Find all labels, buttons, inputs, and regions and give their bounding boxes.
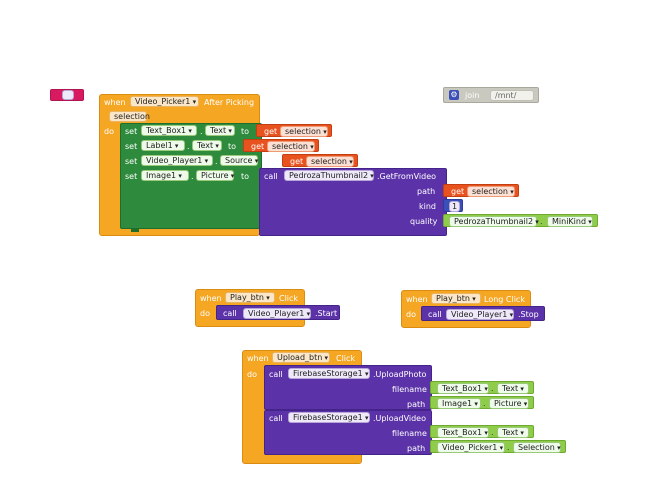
set-component-2[interactable]: Label1 [141, 140, 185, 151]
get-var-1[interactable]: selection [280, 126, 328, 137]
set-property-1[interactable]: Text [205, 125, 235, 136]
to-label-3: to [267, 157, 276, 166]
dot-1: . [200, 127, 203, 136]
video-path-prop[interactable]: Selection [513, 442, 561, 453]
get-selection-block-path[interactable]: get selection [443, 184, 519, 197]
set-property-2[interactable]: Text [192, 140, 222, 151]
set-property-4[interactable]: Picture [196, 170, 234, 181]
picker-param-selection[interactable]: selection [109, 111, 150, 122]
loose-text-block[interactable] [50, 89, 84, 101]
start-target-dropdown[interactable]: Video_Player1 [243, 308, 311, 319]
quality-constant-block[interactable]: PedrozaThumbnail2 . MiniKind [443, 214, 598, 227]
get-var-path[interactable]: selection [467, 186, 515, 197]
play-event-label: Click [279, 294, 299, 303]
set-property-3[interactable]: Source [220, 155, 258, 166]
set-label-1: set [125, 127, 138, 136]
picker-component-dropdown[interactable]: Video_Picker1 [130, 96, 199, 107]
set-component-1[interactable]: Text_Box1 [141, 125, 197, 136]
call-label-thumb: call [264, 172, 278, 181]
get-var-3[interactable]: selection [306, 156, 354, 167]
photo-path-getter[interactable]: Image1 . Picture [430, 396, 534, 409]
join-label: join [465, 91, 480, 100]
upload-component-dropdown[interactable]: Upload_btn [272, 352, 330, 363]
play-when-label: when [200, 294, 222, 303]
quality-value-dropdown[interactable]: MiniKind [547, 216, 593, 227]
kind-number-field[interactable]: 1 [449, 201, 460, 212]
video-filename-label: filename [392, 429, 427, 438]
longclick-when-label: when [406, 295, 428, 304]
set-label-3: set [125, 157, 138, 166]
video-path-comp[interactable]: Video_Picker1 [437, 442, 505, 453]
video-method-label: .UploadVideo [373, 414, 426, 423]
video-component-dropdown[interactable]: FirebaseStorage1 [288, 412, 370, 423]
longclick-do-label: do [406, 310, 416, 319]
join-text-value[interactable]: /mnt/ [490, 90, 534, 101]
thumbnail-component-dropdown[interactable]: PedrozaThumbnail2 [284, 170, 374, 181]
dot-3: . [215, 157, 218, 166]
photo-path-dot: . [483, 399, 486, 408]
photo-filename-getter[interactable]: Text_Box1 . Text [430, 381, 534, 394]
quality-component-dropdown[interactable]: PedrozaThumbnail2 [449, 216, 537, 227]
play-component-dropdown[interactable]: Play_btn [225, 292, 275, 303]
upload-event-label: Click [336, 354, 356, 363]
video-path-getter[interactable]: Video_Picker1 . Selection [430, 440, 566, 453]
photo-filename-prop[interactable]: Text [497, 383, 529, 394]
photo-path-label: path [407, 400, 426, 409]
video-filename-comp[interactable]: Text_Box1 [437, 427, 489, 438]
video-filename-prop[interactable]: Text [497, 427, 529, 438]
kind-number-block[interactable]: 1 [443, 199, 463, 212]
get-var-2[interactable]: selection [267, 141, 315, 152]
to-label-1: to [241, 127, 250, 136]
upload-when-label: when [247, 354, 269, 363]
loose-text-field[interactable] [62, 90, 74, 100]
set-component-4[interactable]: Image1 [141, 170, 189, 181]
dot-2: . [187, 142, 190, 151]
video-path-dot: . [507, 443, 510, 452]
green-notch [131, 229, 139, 232]
picker-when-label: when [104, 98, 126, 107]
video-filename-getter[interactable]: Text_Box1 . Text [430, 425, 534, 438]
video-call-label: call [269, 414, 283, 423]
start-call-block[interactable]: call Video_Player1 .Start [216, 305, 340, 320]
stop-target-dropdown[interactable]: Video_Player1 [446, 309, 514, 320]
longclick-component-dropdown[interactable]: Play_btn [431, 293, 481, 304]
photo-filename-comp[interactable]: Text_Box1 [437, 383, 489, 394]
photo-component-dropdown[interactable]: FirebaseStorage1 [288, 368, 370, 379]
gear-icon[interactable]: ⚙ [449, 90, 459, 100]
kind-label: kind [419, 202, 437, 211]
stop-call-block[interactable]: call Video_Player1 .Stop [421, 306, 545, 321]
video-path-label: path [407, 444, 426, 453]
upload-do-label: do [247, 370, 257, 379]
play-do-label: do [200, 309, 210, 318]
to-label-4: to [241, 172, 250, 181]
set-label-4: set [125, 172, 138, 181]
get-selection-block-2[interactable]: get selection [243, 139, 319, 152]
photo-method-label: .UploadPhoto [373, 370, 427, 379]
video-filename-dot: . [491, 428, 494, 437]
get-selection-block-1[interactable]: get selection [256, 124, 332, 137]
photo-path-comp[interactable]: Image1 [437, 398, 481, 409]
longclick-event-label: Long Click [484, 295, 525, 304]
photo-filename-dot: . [491, 384, 494, 393]
picker-do-label: do [104, 127, 114, 136]
get-selection-block-3[interactable]: get selection [282, 154, 358, 167]
set-component-3[interactable]: Video_Player1 [141, 155, 213, 166]
picker-event-label: After Picking [204, 98, 255, 107]
to-label-2: to [228, 142, 237, 151]
quality-label: quality [410, 217, 438, 226]
join-block[interactable]: ⚙ join /mnt/ [443, 87, 539, 103]
dot-4: . [191, 172, 194, 181]
set-label-2: set [125, 142, 138, 151]
photo-call-label: call [269, 370, 283, 379]
photo-filename-label: filename [392, 385, 427, 394]
photo-path-prop[interactable]: Picture [489, 398, 529, 409]
getfromvideo-method: .GetFromVideo [377, 172, 437, 181]
path-label-thumb: path [417, 187, 436, 196]
quality-dot: . [540, 217, 543, 226]
